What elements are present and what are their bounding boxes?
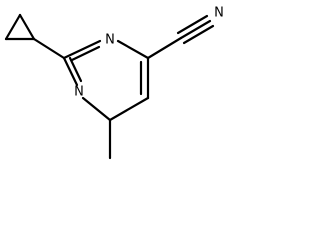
pyrimidine-ring (62, 39, 150, 122)
atom-label-nitrile-n: N (214, 6, 224, 21)
bond-nitrile-triple-1 (176, 14, 209, 35)
bond-n3-c4 (81, 96, 112, 122)
bond-c2-n3 (62, 56, 79, 87)
atom-label-n1: N (105, 33, 115, 48)
bond-c6-nitrile-c (146, 36, 183, 60)
bond-nitrile-triple-3 (182, 24, 215, 45)
bond-n1-c2-inner (70, 45, 101, 62)
bond-cyclopropyl-c2 (32, 37, 66, 60)
chemical-structure: N N N (4, 6, 224, 160)
atom-label-n3: N (74, 85, 84, 100)
bond-c2-n3-inner (68, 56, 83, 83)
bond-cyclopropyl-2 (4, 13, 22, 41)
bond-n1-c2 (62, 39, 102, 60)
nitrile-group (146, 14, 215, 60)
bond-cyclopropyl-3 (18, 13, 36, 41)
cyclopropyl-group (4, 13, 36, 41)
bond-c4-c5 (108, 96, 150, 122)
bond-nitrile-triple-2 (179, 19, 212, 40)
bond-c6-n1 (116, 39, 150, 60)
